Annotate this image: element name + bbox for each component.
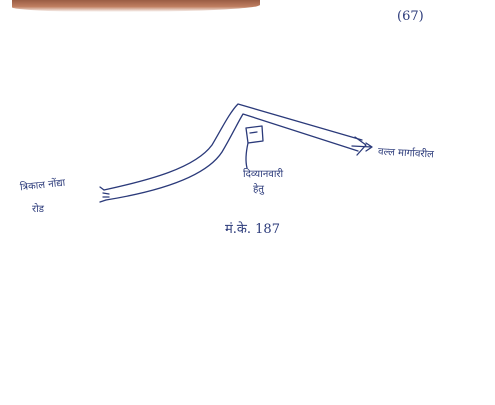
middle-site-sublabel: हेतु xyxy=(253,184,265,195)
road-start-mark xyxy=(99,186,110,203)
reference-number: मं.के. 187 xyxy=(225,222,280,237)
road-lower-edge xyxy=(105,113,359,201)
pointer-arrow-right xyxy=(351,142,373,152)
torn-paper-edge xyxy=(12,0,260,12)
building-mark xyxy=(249,131,258,134)
road-arrowhead xyxy=(354,136,367,156)
road-upper-edge xyxy=(103,103,363,191)
leader-line xyxy=(245,142,249,169)
left-location-sublabel: रोड xyxy=(32,204,45,215)
middle-site-label: दिव्यानवारी xyxy=(243,169,284,180)
building-square xyxy=(245,125,264,144)
page-number: (67) xyxy=(397,9,424,24)
